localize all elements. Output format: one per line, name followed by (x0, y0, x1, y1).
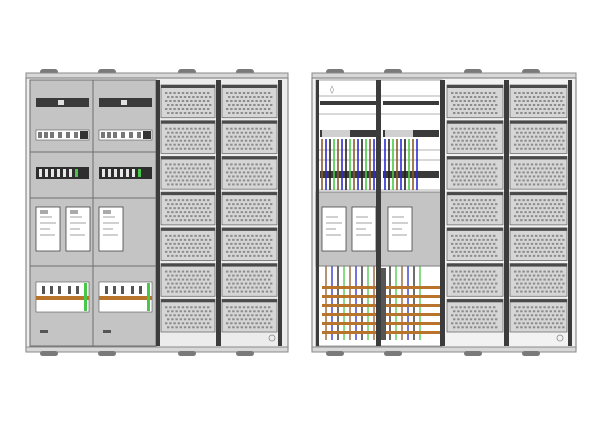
bottom-cable-entries (326, 351, 540, 356)
terminal-block (380, 268, 386, 340)
row1-devices (35, 98, 153, 141)
top-frame (25, 72, 289, 79)
vent-panel (509, 263, 568, 297)
vent-panel (160, 120, 216, 154)
vent-panel (160, 84, 216, 119)
cabinet-front-view (25, 69, 289, 356)
vent-panel (221, 191, 278, 226)
hinge-icon (556, 334, 564, 342)
vent-panel (509, 227, 568, 261)
vent-panel (509, 298, 568, 333)
vent-panel (160, 227, 216, 261)
vent-panel (221, 263, 278, 297)
vent-panel (509, 156, 568, 190)
vent-panel (221, 227, 278, 261)
breaker-modules (322, 130, 413, 137)
vent-panel (446, 84, 504, 119)
wiring (321, 139, 421, 340)
vent-panel (160, 263, 216, 297)
vent-panel (221, 120, 278, 154)
vent-panel (509, 120, 568, 154)
hinge-icon (268, 334, 276, 342)
vent-panel (160, 298, 216, 333)
vent-panel (509, 191, 568, 226)
vent-panel (446, 263, 504, 297)
vent-panel (446, 120, 504, 154)
vent-panel (160, 191, 216, 226)
vent-panel (446, 227, 504, 261)
top-frame (311, 72, 577, 79)
row4-terminal-field (35, 281, 153, 333)
vent-panel (446, 156, 504, 190)
vertical-rails (316, 80, 572, 346)
vent-panel (160, 156, 216, 190)
vent-panel (446, 191, 504, 226)
interior-meters (321, 206, 413, 252)
cabinet-interior-view: ◊ (311, 69, 577, 356)
lamp-icon: ◊ (330, 85, 334, 94)
vent-panel (221, 298, 278, 333)
row2-terminals (36, 167, 152, 179)
bottom-cable-entries (40, 351, 254, 356)
vent-panels (446, 84, 568, 333)
meter-field-row-dividers (30, 151, 156, 267)
bottom-frame (25, 346, 289, 353)
row3-meters (35, 206, 124, 252)
vent-panels (160, 84, 278, 333)
vent-panel (509, 84, 568, 119)
vertical-rails (156, 80, 282, 346)
bottom-frame (311, 346, 577, 353)
vent-panel (221, 84, 278, 119)
vent-panel (221, 156, 278, 190)
vent-panel (446, 298, 504, 333)
